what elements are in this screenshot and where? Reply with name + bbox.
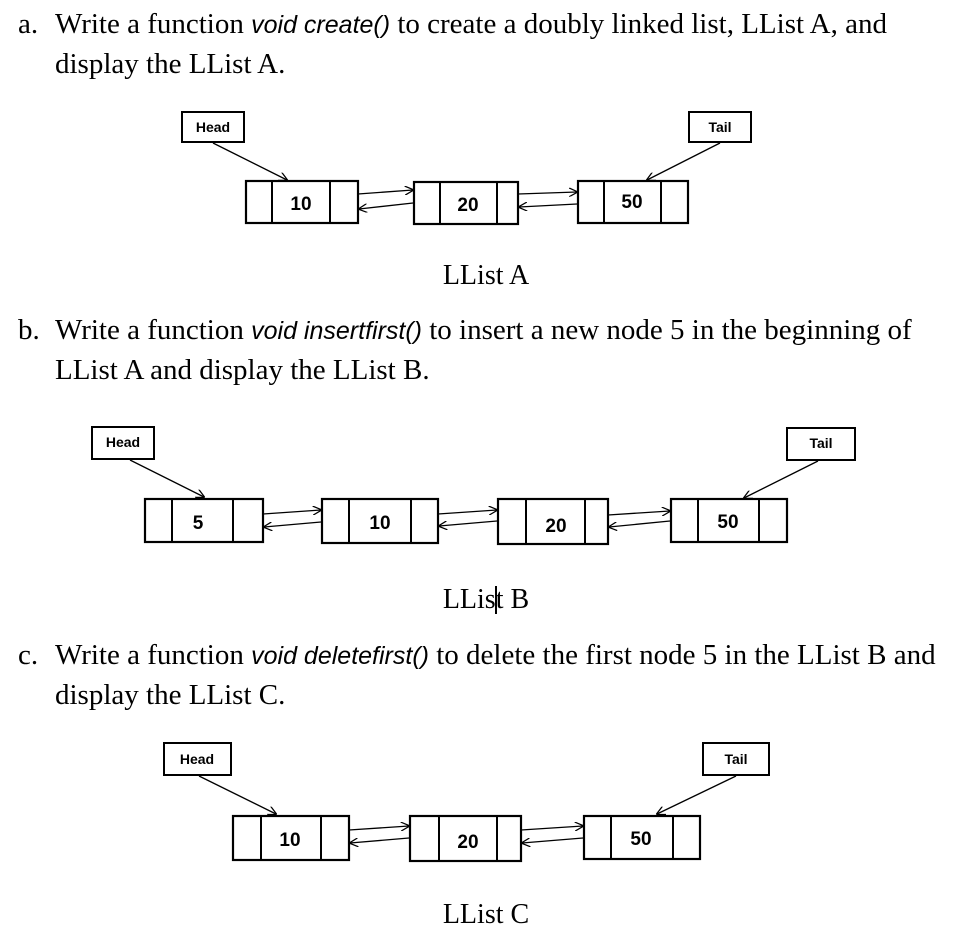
next-link-arrow <box>262 510 321 514</box>
tail-label: Tail <box>724 751 747 767</box>
question-a: a. Write a function void create() to cre… <box>18 5 958 84</box>
diagram-llist-b: Head Tail 5 10 20 50 <box>91 426 856 546</box>
prev-link-arrow <box>609 520 671 527</box>
node-value: 20 <box>545 516 566 537</box>
node: 10 <box>320 497 440 545</box>
text-cursor <box>494 586 497 614</box>
prev-link-arrow <box>519 204 578 207</box>
tail-pointer-arrow <box>647 142 721 180</box>
question-c: c. Write a function void deletefirst() t… <box>18 636 958 715</box>
node-value: 10 <box>290 194 311 215</box>
node-value: 50 <box>717 512 738 533</box>
next-link-arrow <box>437 510 497 514</box>
question-marker: a. <box>18 8 39 40</box>
prev-link-arrow <box>350 837 410 843</box>
prev-link-arrow <box>264 521 322 527</box>
head-label: Head <box>196 119 230 135</box>
node: 20 <box>496 497 610 546</box>
function-name: void insertfirst() <box>251 317 422 345</box>
tail-box <box>702 742 770 776</box>
node-value: 20 <box>457 195 478 216</box>
head-box <box>163 742 232 776</box>
node: 20 <box>412 180 520 226</box>
node-value: 50 <box>621 192 642 213</box>
question-text: Write a function void insertfirst() to i… <box>55 314 912 386</box>
head-label: Head <box>106 434 140 450</box>
next-link-arrow <box>517 192 577 194</box>
caption-llist-b: LList B <box>442 584 530 615</box>
prev-link-arrow <box>439 520 498 526</box>
tail-pointer-arrow <box>744 460 819 498</box>
question-marker: c. <box>18 639 39 671</box>
node-value: 50 <box>630 829 651 850</box>
tail-label: Tail <box>809 435 832 451</box>
node: 50 <box>669 497 789 544</box>
node: 20 <box>408 814 523 863</box>
head-label: Head <box>180 751 214 767</box>
node: 50 <box>582 814 702 861</box>
next-link-arrow <box>357 190 413 194</box>
node: 50 <box>576 179 690 225</box>
node: 5 <box>143 497 265 544</box>
node-value: 10 <box>279 830 300 851</box>
question-b: b. Write a function void insertfirst() t… <box>18 311 958 390</box>
next-link-arrow <box>348 826 409 830</box>
prev-link-arrow <box>522 837 584 843</box>
node: 10 <box>244 179 360 225</box>
question-text: Write a function void create() to create… <box>55 8 888 80</box>
node-value: 5 <box>193 513 204 534</box>
head-pointer-arrow <box>129 459 204 497</box>
caption-llist-c: LList C <box>442 899 530 930</box>
question-marker: b. <box>18 314 40 346</box>
next-link-arrow <box>520 826 583 830</box>
diagram-llist-a: Head Tail 10 20 50 <box>181 111 752 226</box>
node: 10 <box>231 814 351 862</box>
function-name: void deletefirst() <box>251 642 429 670</box>
node-value: 20 <box>457 832 478 853</box>
node-value: 10 <box>369 513 390 534</box>
tail-box <box>688 111 752 143</box>
head-box <box>181 111 245 143</box>
tail-box <box>786 427 856 461</box>
prev-link-arrow <box>359 202 414 209</box>
question-text: Write a function void deletefirst() to d… <box>55 639 936 711</box>
caption-llist-a: LList A <box>442 260 530 291</box>
diagram-llist-c: Head Tail 10 20 50 <box>163 742 770 863</box>
tail-label: Tail <box>708 119 731 135</box>
tail-pointer-arrow <box>657 775 737 814</box>
next-link-arrow <box>607 511 670 515</box>
head-box <box>91 426 155 460</box>
head-pointer-arrow <box>198 775 276 814</box>
function-name: void create() <box>251 11 391 39</box>
head-pointer-arrow <box>212 142 287 180</box>
